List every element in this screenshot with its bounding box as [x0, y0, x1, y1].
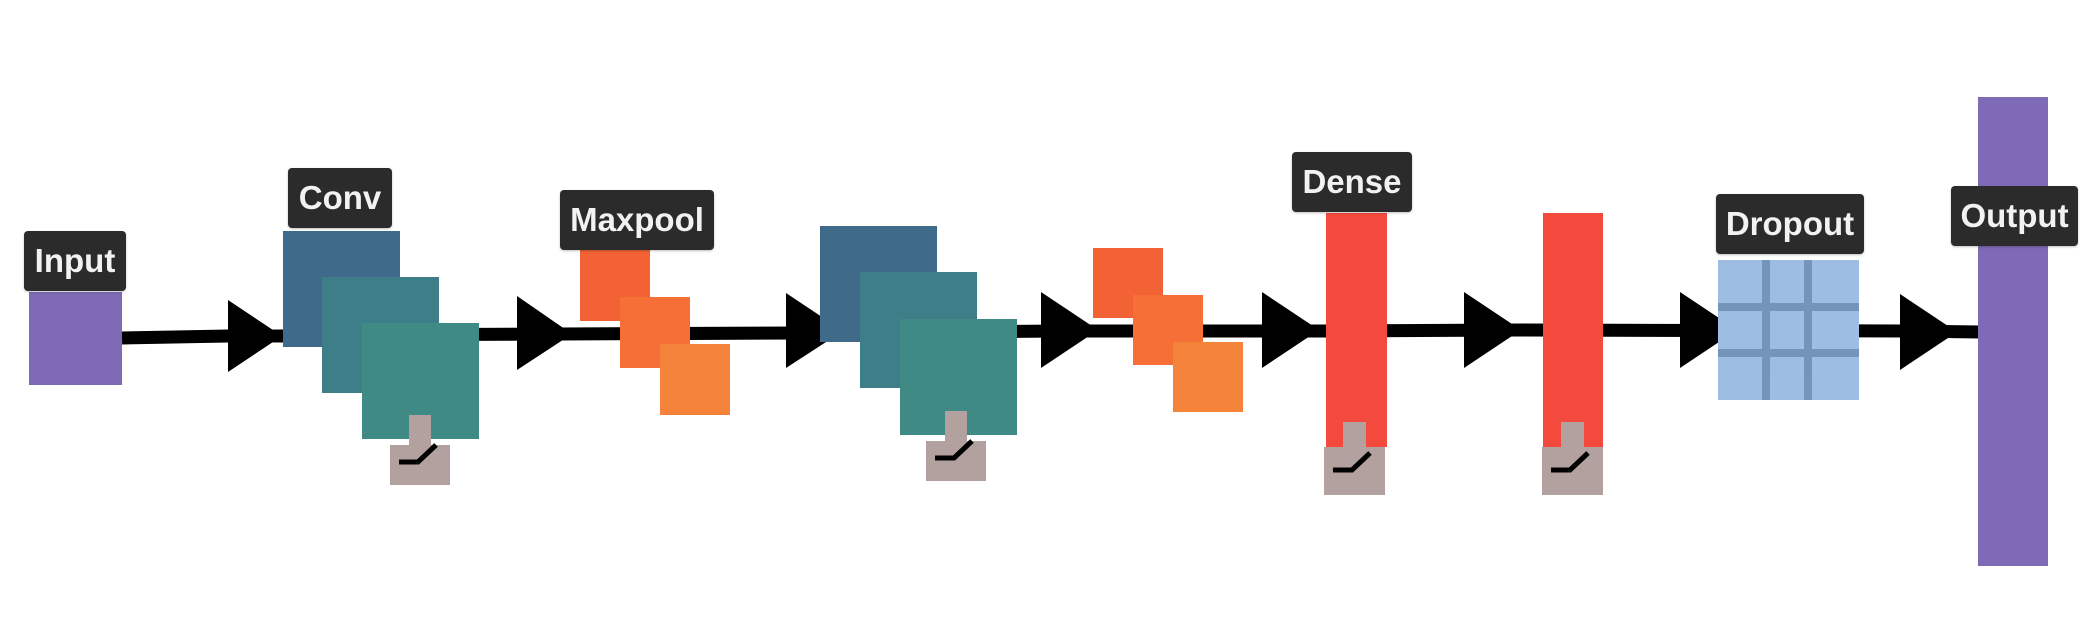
layer-label-input: Input: [24, 231, 126, 291]
arrowhead: [1464, 292, 1521, 368]
dense-layer-1: [1326, 213, 1387, 447]
layer-label-maxpool: Maxpool: [560, 190, 714, 250]
dense-layer-2: [1543, 213, 1603, 447]
maxpool-layer-2: [1093, 248, 1243, 412]
arrowhead: [1900, 294, 1957, 370]
input-layer-block: [29, 292, 122, 385]
arrowhead: [1041, 292, 1098, 368]
layer-label-dense: Dense: [1292, 152, 1412, 212]
layer-label-output: Output: [1951, 186, 2078, 246]
relu-icon: [1324, 422, 1385, 495]
arrowhead: [786, 293, 843, 368]
maxpool-layer-1: [580, 250, 730, 415]
conv-layer-2: [820, 226, 1017, 435]
arrowhead: [517, 296, 572, 370]
arrowhead: [1262, 292, 1319, 368]
arrowheads: [228, 292, 1957, 372]
relu-icon: [1542, 422, 1603, 495]
dropout-layer: [1718, 260, 1859, 400]
pooled-map: [660, 344, 730, 415]
conv-layer-1: [283, 231, 479, 439]
relu-icon: [926, 411, 986, 481]
arrowhead: [228, 300, 282, 372]
layer-label-conv: Conv: [288, 168, 392, 228]
output-layer-block: [1978, 97, 2048, 566]
arrowhead: [1680, 292, 1737, 368]
layer-label-dropout: Dropout: [1716, 194, 1864, 254]
pooled-map: [1173, 342, 1243, 412]
relu-icon: [390, 415, 450, 485]
